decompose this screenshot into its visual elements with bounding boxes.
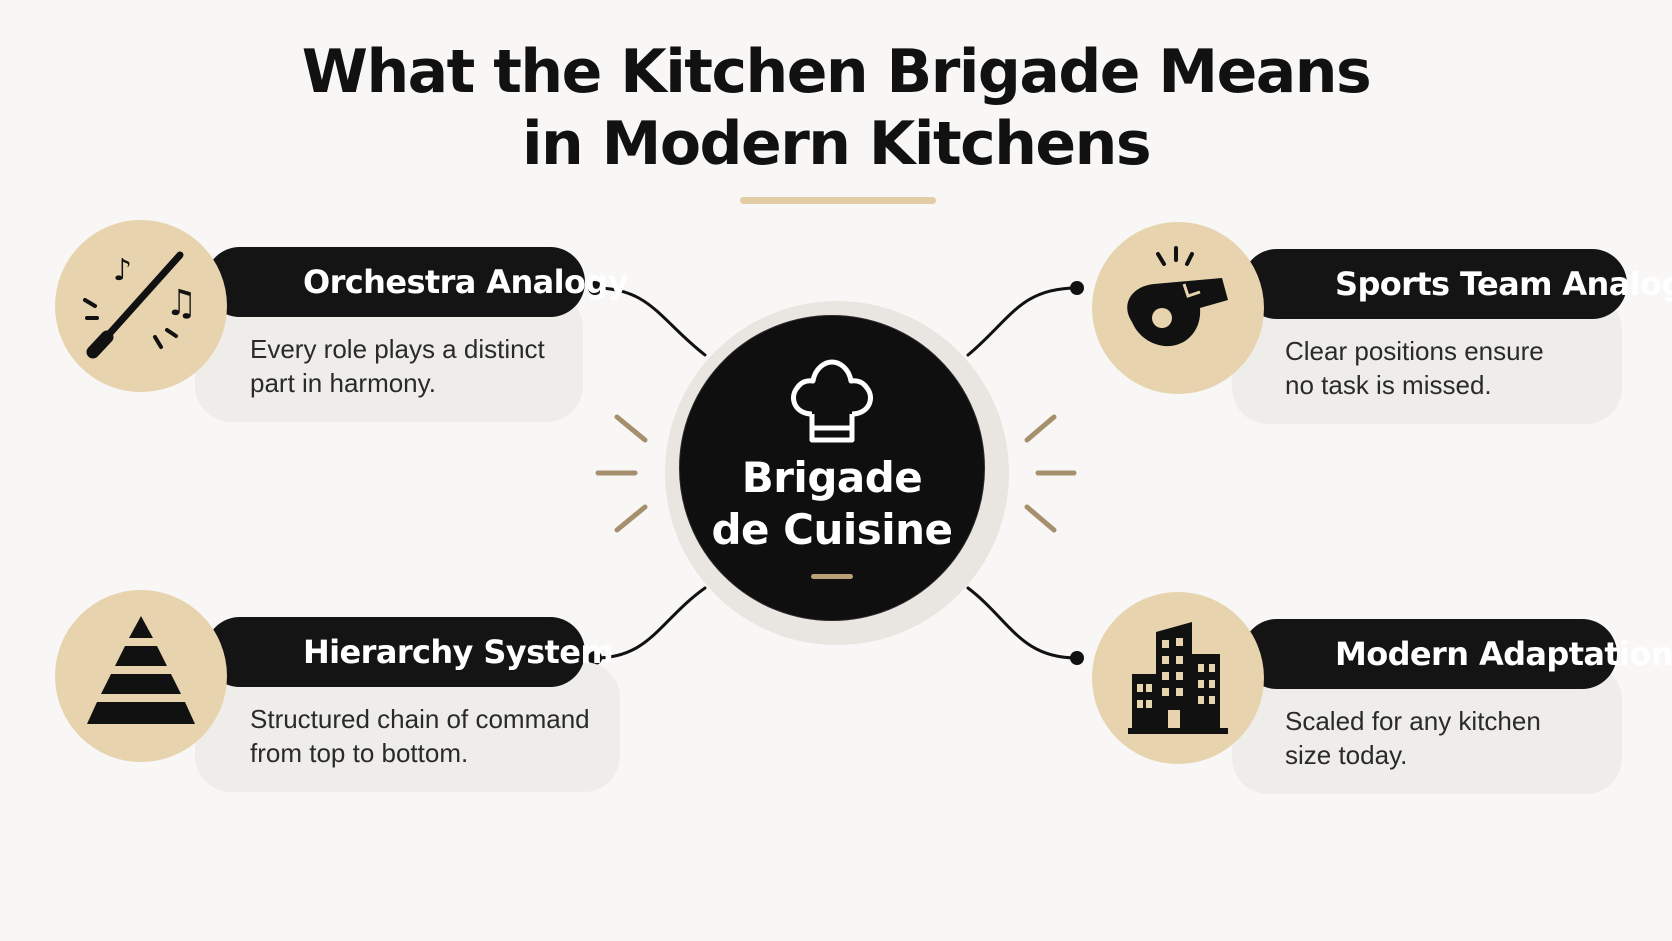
card-description: Structured chain of command from top to … xyxy=(250,704,590,768)
icon-badge xyxy=(1092,222,1264,394)
whistle-icon xyxy=(1127,246,1228,347)
icon-badge: ♪ ♫ xyxy=(55,220,227,392)
card-description: Scaled for any kitchen size today. xyxy=(1285,706,1541,770)
connector-dot-sports xyxy=(1070,281,1084,295)
card-sports-team-analogy: Sports Team Analogy Clear positions ensu… xyxy=(1092,222,1672,432)
hub-title: Brigade de Cuisine xyxy=(680,452,984,556)
icon-badge xyxy=(55,590,227,762)
card-title-pill: Modern Adaptation xyxy=(1242,619,1672,689)
hub-underline xyxy=(811,574,853,579)
card-title: Orchestra Analogy xyxy=(303,263,629,301)
connector-dot-orchestra xyxy=(588,281,602,295)
connector-dot-modern xyxy=(1070,651,1084,665)
card-description: Every role plays a distinct part in harm… xyxy=(250,334,545,398)
card-modern-adaptation: Modern Adaptation Scaled for any kitchen… xyxy=(1092,592,1672,802)
card-title-pill: Sports Team Analogy xyxy=(1242,249,1672,319)
card-title: Hierarchy System xyxy=(303,633,614,671)
connector-hierarchy xyxy=(593,586,707,660)
connector-modern xyxy=(966,586,1079,660)
connector-dot-hierarchy xyxy=(588,651,602,665)
brigade-hub-core: Brigade de Cuisine xyxy=(679,315,985,621)
card-title: Modern Adaptation xyxy=(1335,635,1672,673)
svg-text:♪: ♪ xyxy=(113,253,132,288)
title-line-2: in Modern Kitchens xyxy=(521,109,1152,179)
card-hierarchy-system: Hierarchy System Structured chain of com… xyxy=(55,590,625,800)
title-line-1: What the Kitchen Brigade Means xyxy=(301,37,1372,107)
hub-title-line-1: Brigade xyxy=(741,453,923,502)
connector-orchestra xyxy=(593,286,707,357)
title-underline xyxy=(740,197,936,204)
conductor-baton-icon: ♪ ♫ xyxy=(83,251,197,359)
hub-title-line-2: de Cuisine xyxy=(711,505,953,554)
building-icon xyxy=(1128,622,1228,734)
page-title: What the Kitchen Brigade Means in Modern… xyxy=(0,36,1672,180)
card-title-pill: Hierarchy System xyxy=(205,617,614,687)
card-orchestra-analogy: Orchestra Analogy Every role plays a dis… xyxy=(55,220,629,430)
chef-hat-icon xyxy=(791,359,873,443)
icon-badge xyxy=(1092,592,1264,764)
radiating-accents xyxy=(595,414,1077,533)
card-title-pill: Orchestra Analogy xyxy=(205,247,629,317)
svg-text:♫: ♫ xyxy=(165,283,197,324)
card-description: Clear positions ensure no task is missed… xyxy=(1285,336,1544,400)
card-title: Sports Team Analogy xyxy=(1335,265,1672,303)
connector-sports xyxy=(966,286,1079,357)
brigade-hub: Brigade de Cuisine xyxy=(665,301,1009,645)
pyramid-icon xyxy=(87,616,195,724)
